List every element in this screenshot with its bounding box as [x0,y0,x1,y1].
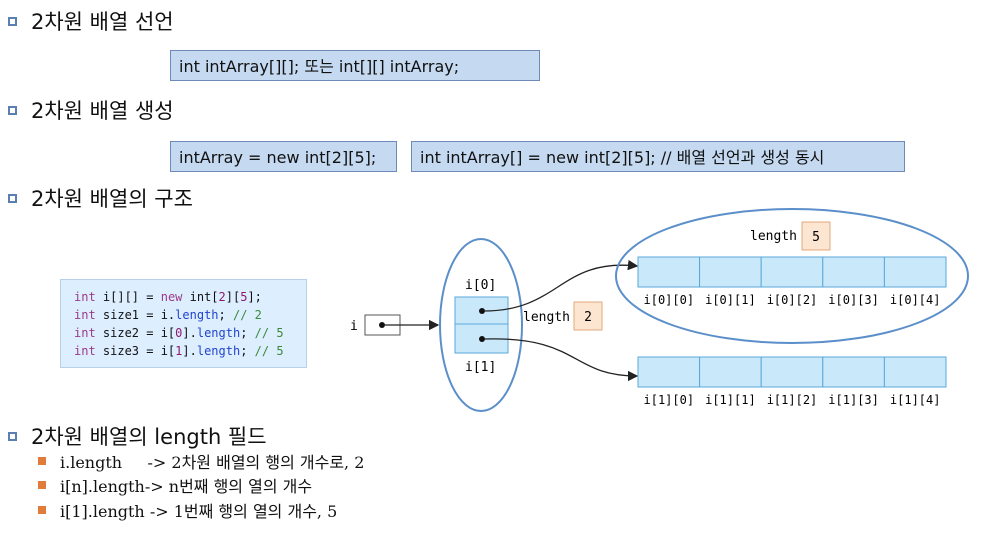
row1-index-label: i[1][1] [705,393,756,407]
row0-cell [883,256,947,288]
inner-length-label: length [750,229,797,244]
variable-i-label: i [350,319,358,334]
row1-index-label: i[1][3] [828,393,879,407]
square-bullet-icon [8,193,17,203]
row0-ellipse [615,208,969,344]
row1-cell [822,356,885,388]
row0-cell [637,256,701,288]
outer-length-value: 2 [584,310,592,325]
orange-bullet-icon [38,481,46,489]
code-line: int size1 = i.length; // 2 [74,308,262,322]
ref-bottom-label: i[1] [465,360,496,375]
row0-cell [822,256,885,288]
length-item: i[1].length -> 1번째 행의 열의 개수, 5 [38,498,337,522]
inner-length-value: 5 [812,230,820,245]
row1-index-label: i[1][2] [767,393,818,407]
square-bullet-icon [8,431,17,441]
row0-index-label: i[0][3] [828,293,879,307]
row1-cell [699,356,762,388]
row1-cells: i[1][0] i[1][1] i[1][2] i[1][3] i[1][4] [637,356,947,407]
row1-cell [883,356,947,388]
outer-array-ellipse [439,238,523,412]
row0-cells: i[0][0] i[0][1] i[0][2] i[0][3] i[0][4] [637,256,947,307]
row0-index-label: i[0][0] [644,293,695,307]
section-title: 2차원 배열 생성 [31,99,174,123]
section-heading-length: 2차원 배열의 length 필드 [8,421,267,451]
row1-index-label: i[1][4] [890,393,941,407]
row0-index-label: i[0][2] [767,293,818,307]
code-line: int size2 = i[0].length; // 5 [74,326,284,340]
creation-code-box: intArray = new int[2][5]; [170,141,397,172]
section-heading-creation: 2차원 배열 생성 [8,95,174,125]
orange-bullet-icon [38,506,46,514]
inner-length-box [801,221,831,251]
creation-combined-code-box: int intArray[] = new int[2][5]; // 배열 선언… [411,141,905,172]
ref-top-label: i[0] [465,278,496,293]
row1-index-label: i[1][0] [644,393,695,407]
code-line: int size3 = i[1].length; // 5 [74,344,284,358]
length-item: i.length -> 2차원 배열의 행의 개수로, 2 [38,449,364,473]
row1-arrow [483,338,639,382]
outer-length-label: length [523,310,570,325]
length-item: i[n].length-> n번째 행의 열의 개수 [38,473,312,497]
orange-bullet-icon [38,457,46,465]
section-heading-structure: 2차원 배열의 구조 [8,183,193,213]
square-bullet-icon [8,105,17,115]
row1-cell [760,356,824,388]
section-title: 2차원 배열의 length 필드 [31,425,267,449]
square-bullet-icon [8,16,17,26]
code-snippet: int i[][] = new int[2][5]; int size1 = i… [60,279,307,368]
code-line: int i[][] = new int[2][5]; [74,290,262,304]
row0-cell [699,256,762,288]
reference-dot [479,336,485,342]
reference-dot [479,308,485,314]
length-item-text: i[n].length-> n번째 행의 열의 개수 [60,477,313,496]
section-heading-declaration: 2차원 배열 선언 [8,6,174,36]
row1-cell [637,356,701,388]
reference-dot [379,322,385,328]
length-item-text: i.length -> 2차원 배열의 행의 개수로, 2 [60,453,365,472]
section-title: 2차원 배열 선언 [31,10,174,34]
row0-cell [760,256,824,288]
row0-arrow [483,259,639,312]
length-item-text: i[1].length -> 1번째 행의 열의 개수, 5 [60,502,338,521]
declaration-code-box: int intArray[][]; 또는 int[][] intArray; [170,50,540,81]
section-title: 2차원 배열의 구조 [31,187,193,211]
outer-length-box [573,301,603,331]
row0-index-label: i[0][1] [705,293,756,307]
row0-index-label: i[0][4] [890,293,941,307]
